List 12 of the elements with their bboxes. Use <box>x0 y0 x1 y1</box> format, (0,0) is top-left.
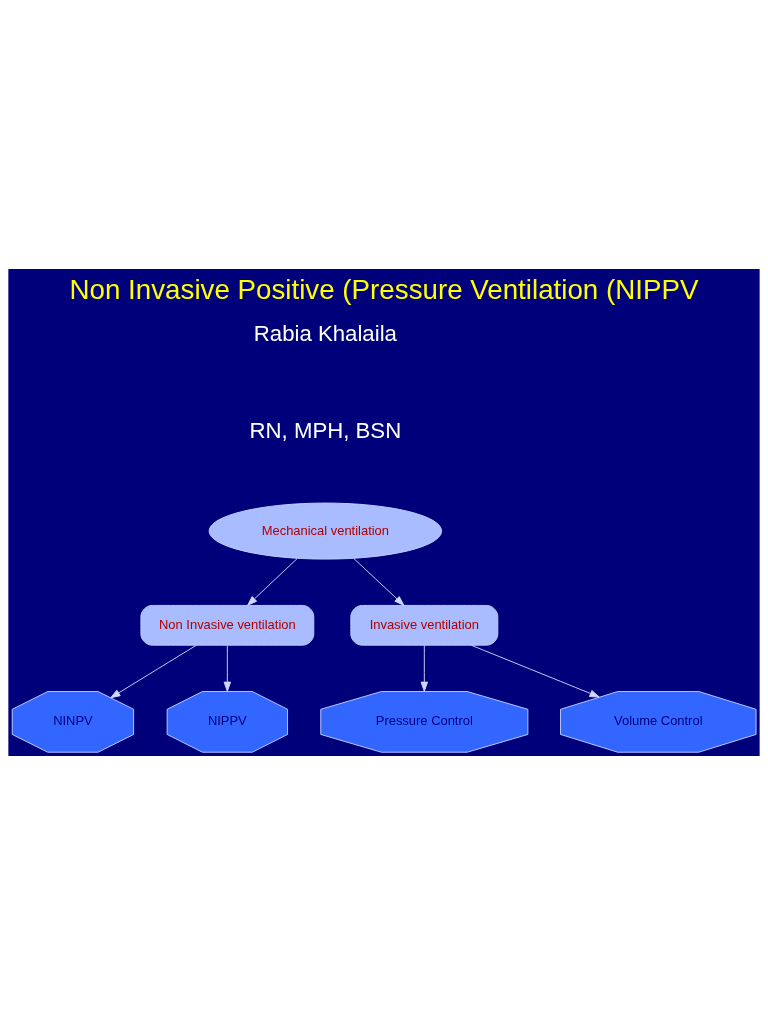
node-box: Non Invasive ventilation <box>140 604 315 646</box>
arrow <box>110 644 197 698</box>
arrow <box>353 557 405 606</box>
arrow <box>420 644 428 692</box>
label: RN, MPH, BSN <box>249 416 402 442</box>
arrow <box>470 644 600 697</box>
node-box: Invasive ventilation <box>350 604 499 646</box>
label: Rabia Khalaila <box>253 320 397 346</box>
node-ellipse: Mechanical ventilation <box>208 502 443 560</box>
arrow <box>223 644 232 692</box>
diagram-title: Non Invasive Positive (Pressure Ventilation (NIPPV <box>69 273 699 305</box>
arrow <box>247 557 298 606</box>
